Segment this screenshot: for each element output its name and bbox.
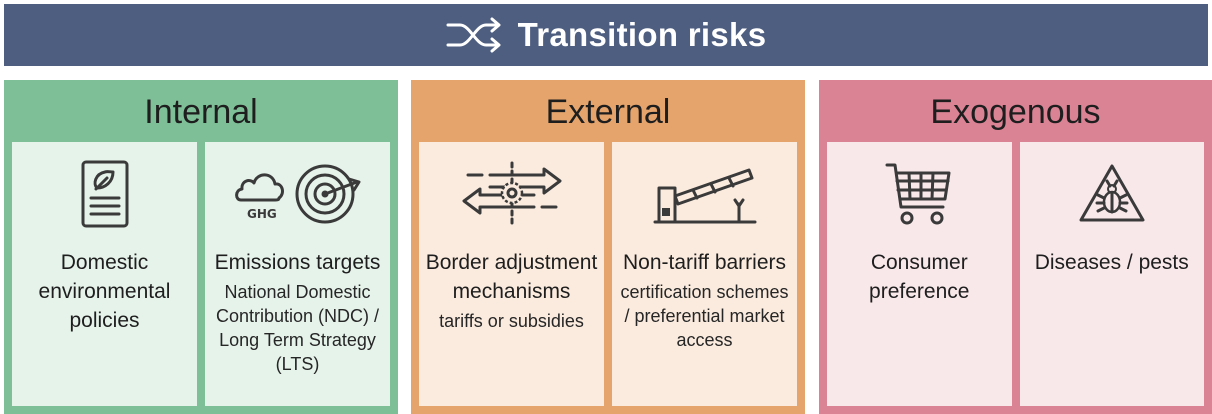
card-emissions-targets: GHG Emissions targets National Domestic … (205, 142, 390, 406)
card-title: Non-tariff barriers (623, 251, 786, 274)
ghg-label: GHG (247, 207, 277, 221)
group-title-external: External (545, 93, 671, 131)
card-consumer-preference: Consumer preference (827, 142, 1012, 406)
document-leaf-icon (81, 160, 128, 228)
card-domestic-policies: Domestic environmental policies (12, 142, 197, 406)
group-exogenous: Exogenous Consumer preference (819, 80, 1212, 414)
header-banner: Transition risks (4, 4, 1208, 66)
group-external: External Border adjustment mechanisms ta… (411, 80, 805, 414)
card-subtitle: certification schemes / preferential mar… (620, 282, 789, 350)
card-border-adjustment: Border adjustment mechanisms tariffs or … (419, 142, 604, 406)
ghg-cloud-target-icon: GHG (234, 164, 360, 224)
page-title: Transition risks (517, 16, 767, 53)
card-subtitle: tariffs or subsidies (439, 311, 584, 331)
card-title: Domestic environmental policies (38, 251, 171, 332)
shopping-cart-icon (885, 163, 951, 225)
group-title-exogenous: Exogenous (930, 93, 1101, 131)
barrier-gate-icon (653, 168, 756, 224)
card-diseases-pests: Diseases / pests (1019, 142, 1204, 406)
card-title: Consumer preference (869, 251, 970, 303)
card-title: Diseases / pests (1034, 251, 1189, 274)
card-non-tariff: Non-tariff barriers certification scheme… (612, 142, 797, 406)
card-subtitle: National Domestic Contribution (NDC) / L… (215, 282, 380, 374)
shuffle-arrows-icon (446, 17, 501, 53)
border-arrows-gear-icon (462, 161, 561, 227)
pest-warning-icon (1079, 164, 1145, 222)
card-title: Border adjustment mechanisms (425, 251, 598, 303)
card-title: Emissions targets (214, 251, 381, 274)
group-internal: Internal Domestic environmental policies (4, 80, 398, 414)
group-title-internal: Internal (144, 93, 258, 131)
